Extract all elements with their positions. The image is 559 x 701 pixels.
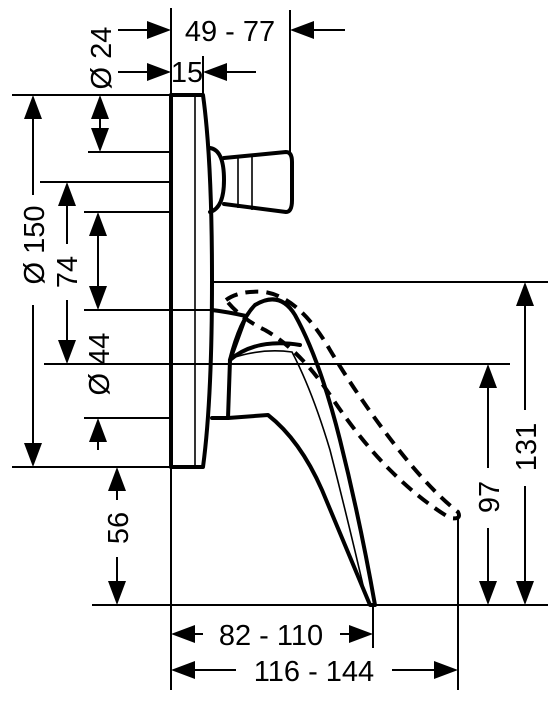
spout-lever (210, 297, 377, 607)
wall-plate (169, 93, 214, 469)
dim-131-label: 131 (511, 423, 543, 471)
diverter-knob (208, 146, 294, 214)
extension-lines (12, 8, 548, 690)
dimension-131: 131 (511, 282, 543, 605)
dim-15-label: 15 (171, 57, 203, 89)
dimension-116-144: 116 - 144 (171, 656, 458, 688)
dim-82-110-label: 82 - 110 (219, 620, 323, 652)
dimension-dia-150: Ø 150 (19, 95, 51, 467)
dim-dia-24-label: Ø 24 (86, 27, 118, 90)
dimension-97: 97 (474, 364, 506, 605)
dimension-74: 74 (52, 182, 84, 364)
dimension-82-110: 82 - 110 (171, 620, 373, 652)
dimension-dia-24: Ø 24 (86, 27, 118, 152)
dim-116-144-label: 116 - 144 (254, 656, 374, 688)
dim-56-label: 56 (103, 512, 135, 544)
dimension-dia-44: Ø 44 (84, 212, 116, 450)
dimension-56: 56 (103, 467, 135, 605)
dim-97-label: 97 (474, 481, 506, 513)
dim-dia-44-label: Ø 44 (84, 333, 116, 396)
dimension-15: 15 (118, 57, 256, 89)
dim-74-label: 74 (52, 256, 84, 288)
dim-49-77-label: 49 - 77 (185, 16, 275, 48)
lever-raised-position (224, 289, 461, 521)
dimension-49-77: 49 - 77 (118, 16, 345, 48)
dim-dia-150-label: Ø 150 (19, 206, 51, 285)
